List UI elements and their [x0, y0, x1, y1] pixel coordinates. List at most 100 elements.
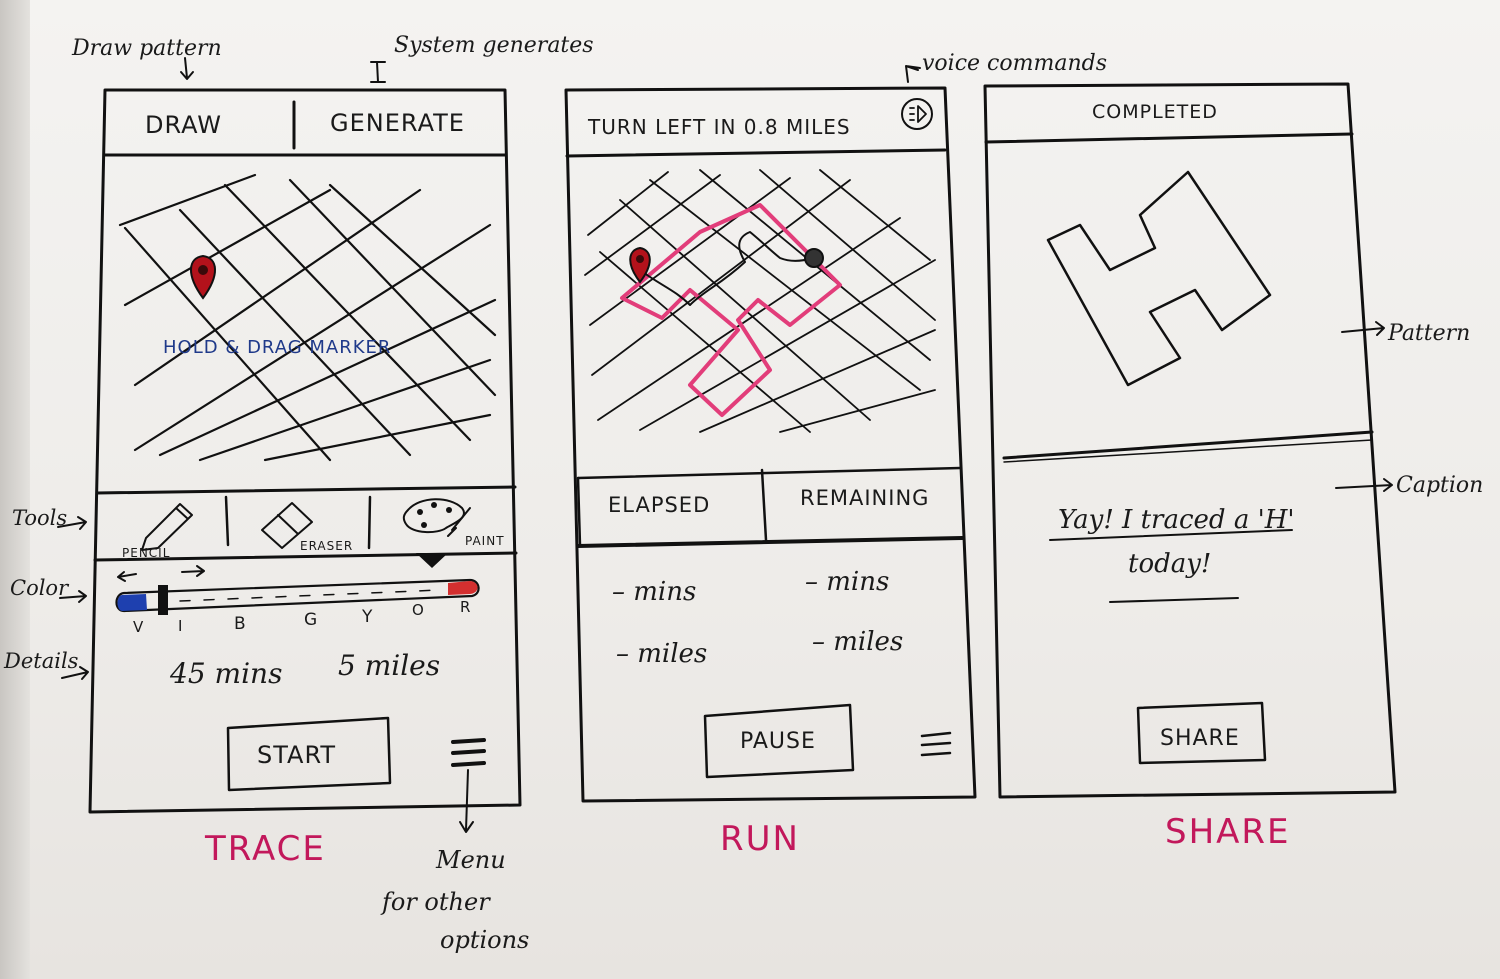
arrow-color	[59, 590, 87, 603]
cursor-mark	[370, 61, 386, 83]
run-start-marker-icon	[629, 246, 651, 284]
annotation-pattern: Pattern	[1387, 321, 1470, 346]
share-button[interactable]: SHARE	[1136, 701, 1267, 765]
brush-icon	[447, 507, 471, 537]
tool-eraser-label: ERASER	[300, 539, 353, 553]
screen-run: TURN LEFT IN 0.8 MILES ELAPSED REMAINING…	[564, 86, 977, 803]
run-stats-top-divider	[576, 466, 962, 480]
pause-button[interactable]: PAUSE	[703, 703, 855, 779]
scale-label-y: Y	[361, 607, 373, 627]
arrow-voice-commands	[905, 65, 921, 83]
run-menu-icon[interactable]	[920, 731, 952, 757]
trace-map-grid	[118, 173, 497, 462]
run-map-grid	[584, 169, 936, 433]
start-button-label: START	[257, 741, 336, 769]
map-marker-icon[interactable]	[190, 254, 216, 300]
remaining-label: REMAINING	[800, 486, 929, 510]
run-stats-bottom-divider	[576, 536, 964, 548]
annotation-caption: Caption	[1396, 473, 1483, 498]
annotation-draw-pattern: Draw pattern	[71, 36, 222, 61]
tool-paint[interactable]: PAINT	[402, 498, 505, 568]
paper-edge	[0, 0, 30, 979]
tab-generate[interactable]: GENERATE	[330, 109, 465, 137]
tool-pencil-label: PENCIL	[122, 546, 170, 560]
trace-color-divider	[93, 551, 518, 562]
scale-label-b: B	[234, 614, 247, 634]
slider-right-arrow-icon	[181, 565, 205, 577]
share-image-divider-secondary	[1003, 439, 1373, 463]
scale-label-o: O	[412, 601, 425, 619]
color-slider[interactable]: V I B G Y O R	[115, 565, 480, 636]
screen-label-trace: TRACE	[204, 829, 326, 869]
scale-label-g: G	[304, 610, 318, 630]
run-stats-separators	[576, 468, 768, 547]
share-header-divider	[984, 132, 1354, 144]
caption-line1[interactable]: Yay! I traced a 'H'	[1058, 505, 1295, 535]
pause-button-label: PAUSE	[740, 729, 816, 754]
elapsed-miles: – miles	[616, 639, 707, 669]
arrow-details	[61, 666, 89, 680]
slider-track	[115, 578, 480, 613]
trace-duration: 45 mins	[169, 657, 282, 690]
slider-red-end	[448, 581, 478, 595]
screen-label-share: SHARE	[1165, 812, 1291, 852]
scale-label-i: I	[178, 617, 183, 635]
annotation-system-generates: System generates	[394, 33, 594, 58]
map-hint-text: HOLD & DRAG MARKER	[163, 337, 391, 358]
trace-map[interactable]: HOLD & DRAG MARKER	[118, 173, 497, 462]
route-pattern-h	[620, 203, 842, 417]
arrow-menu	[459, 769, 474, 833]
annotation-menu-line2: for other	[380, 888, 491, 916]
share-image-divider	[1002, 430, 1374, 460]
annotation-voice-commands: voice commands	[922, 51, 1107, 76]
slider-violet-end	[117, 594, 147, 611]
current-position-icon	[804, 248, 824, 268]
eraser-icon	[261, 502, 313, 549]
selected-tool-indicator-icon	[416, 553, 448, 568]
caption-line2[interactable]: today!	[1128, 549, 1211, 579]
trace-distance: 5 miles	[338, 649, 440, 682]
annotation-menu-line3: options	[440, 926, 529, 954]
elapsed-mins: – mins	[612, 577, 696, 607]
run-progress-path	[639, 231, 813, 306]
run-map[interactable]	[584, 169, 936, 433]
screen-trace: DRAW GENERATE HOLD & DRAG MARKER PENCIL …	[88, 88, 522, 814]
elapsed-label: ELAPSED	[608, 493, 710, 517]
annotation-color: Color	[10, 576, 70, 600]
pattern-h-outline	[1046, 170, 1272, 387]
palette-icon	[402, 498, 465, 534]
screen-label-run: RUN	[720, 819, 800, 859]
share-header: COMPLETED	[1092, 101, 1218, 123]
tool-eraser[interactable]: ERASER	[261, 502, 353, 553]
voice-command-icon[interactable]	[901, 98, 933, 130]
share-frame	[983, 82, 1397, 799]
annotation-details: Details	[3, 649, 79, 673]
tool-paint-label: PAINT	[465, 534, 505, 548]
trace-frame	[88, 88, 522, 814]
trace-tools-divider	[95, 485, 517, 495]
remaining-miles: – miles	[812, 627, 903, 657]
arrow-draw-pattern	[180, 57, 194, 80]
share-button-label: SHARE	[1160, 726, 1240, 751]
screen-share: COMPLETED Yay! I traced a 'H' today! SHA…	[983, 82, 1397, 799]
tool-pencil[interactable]: PENCIL	[122, 503, 193, 560]
arrow-pattern	[1341, 321, 1385, 336]
scale-label-r: R	[460, 598, 471, 616]
caption-underline1	[1049, 529, 1293, 541]
slider-handle[interactable]	[158, 585, 168, 615]
arrow-tools	[57, 516, 87, 530]
scale-label-v: V	[133, 618, 144, 636]
run-instruction: TURN LEFT IN 0.8 MILES	[587, 115, 851, 139]
caption-underline2	[1109, 597, 1239, 603]
pencil-icon	[141, 503, 193, 551]
start-button[interactable]: START	[226, 716, 392, 792]
menu-icon[interactable]	[451, 738, 486, 767]
tab-draw[interactable]: DRAW	[145, 111, 222, 139]
remaining-mins: – mins	[805, 567, 889, 597]
slider-left-arrow-icon	[117, 571, 137, 582]
run-frame	[564, 86, 977, 803]
annotation-menu-line1: Menu	[435, 846, 506, 874]
completed-pattern	[1046, 170, 1272, 387]
arrow-caption	[1335, 478, 1393, 492]
